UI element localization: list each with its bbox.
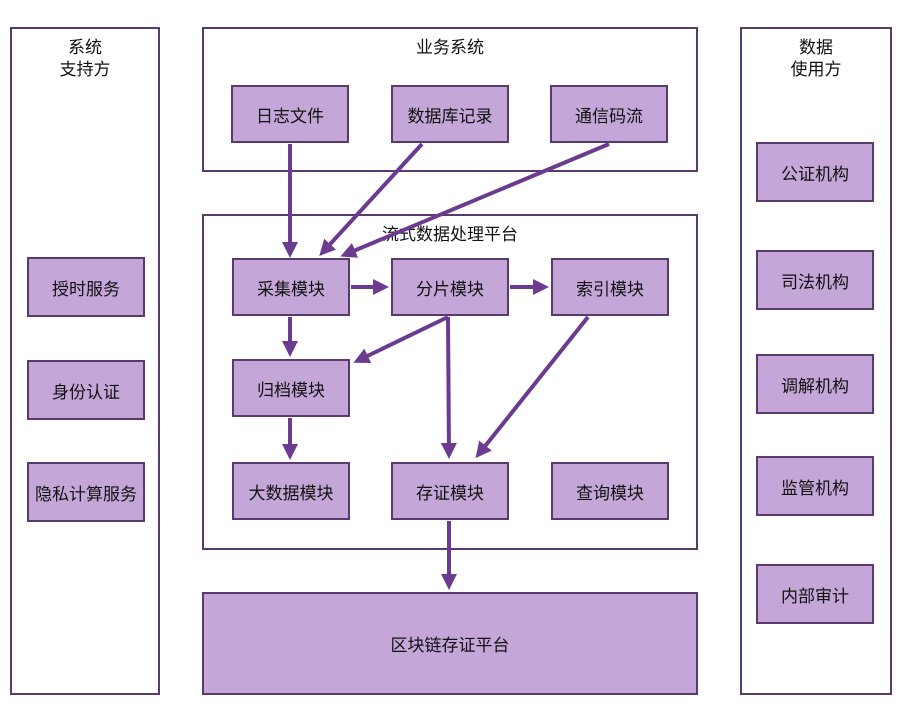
system-support-title: 系统 支持方 — [59, 38, 111, 80]
database-record-node: 数据库记录 — [391, 85, 509, 143]
mediation-node: 调解机构 — [756, 354, 874, 414]
data-user-title: 数据 使用方 — [790, 38, 842, 80]
shard-module-node: 分片模块 — [391, 258, 509, 316]
archive-module-node: 归档模块 — [232, 359, 350, 417]
index-module-node: 索引模块 — [551, 258, 669, 316]
arrow-comm-to-collect — [340, 142, 610, 258]
internal-audit-node: 内部审计 — [756, 564, 874, 624]
timing-service-node: 授时服务 — [27, 257, 145, 317]
query-module-node: 查询模块 — [551, 462, 669, 520]
stream-platform-title: 流式数据处理平台 — [382, 225, 518, 245]
arrow-shard-to-evidence — [440, 316, 457, 459]
notary-node: 公证机构 — [756, 142, 874, 202]
collect-module-node: 采集模块 — [232, 258, 350, 316]
evidence-module-node: 存证模块 — [391, 462, 509, 520]
privacy-computing-node: 隐私计算服务 — [27, 462, 145, 522]
log-file-node: 日志文件 — [231, 85, 349, 143]
bigdata-module-node: 大数据模块 — [232, 462, 350, 520]
arrow-index-to-evidence — [475, 315, 590, 459]
business-system-title: 业务系统 — [416, 38, 484, 58]
comm-stream-node: 通信码流 — [550, 85, 668, 143]
arrow-shard-to-archive — [353, 315, 449, 363]
judicial-node: 司法机构 — [756, 250, 874, 310]
identity-auth-node: 身份认证 — [27, 360, 145, 420]
regulator-node: 监管机构 — [756, 456, 874, 516]
arrow-db-to-collect — [319, 142, 424, 256]
blockchain-platform-node: 区块链存证平台 — [202, 592, 698, 695]
